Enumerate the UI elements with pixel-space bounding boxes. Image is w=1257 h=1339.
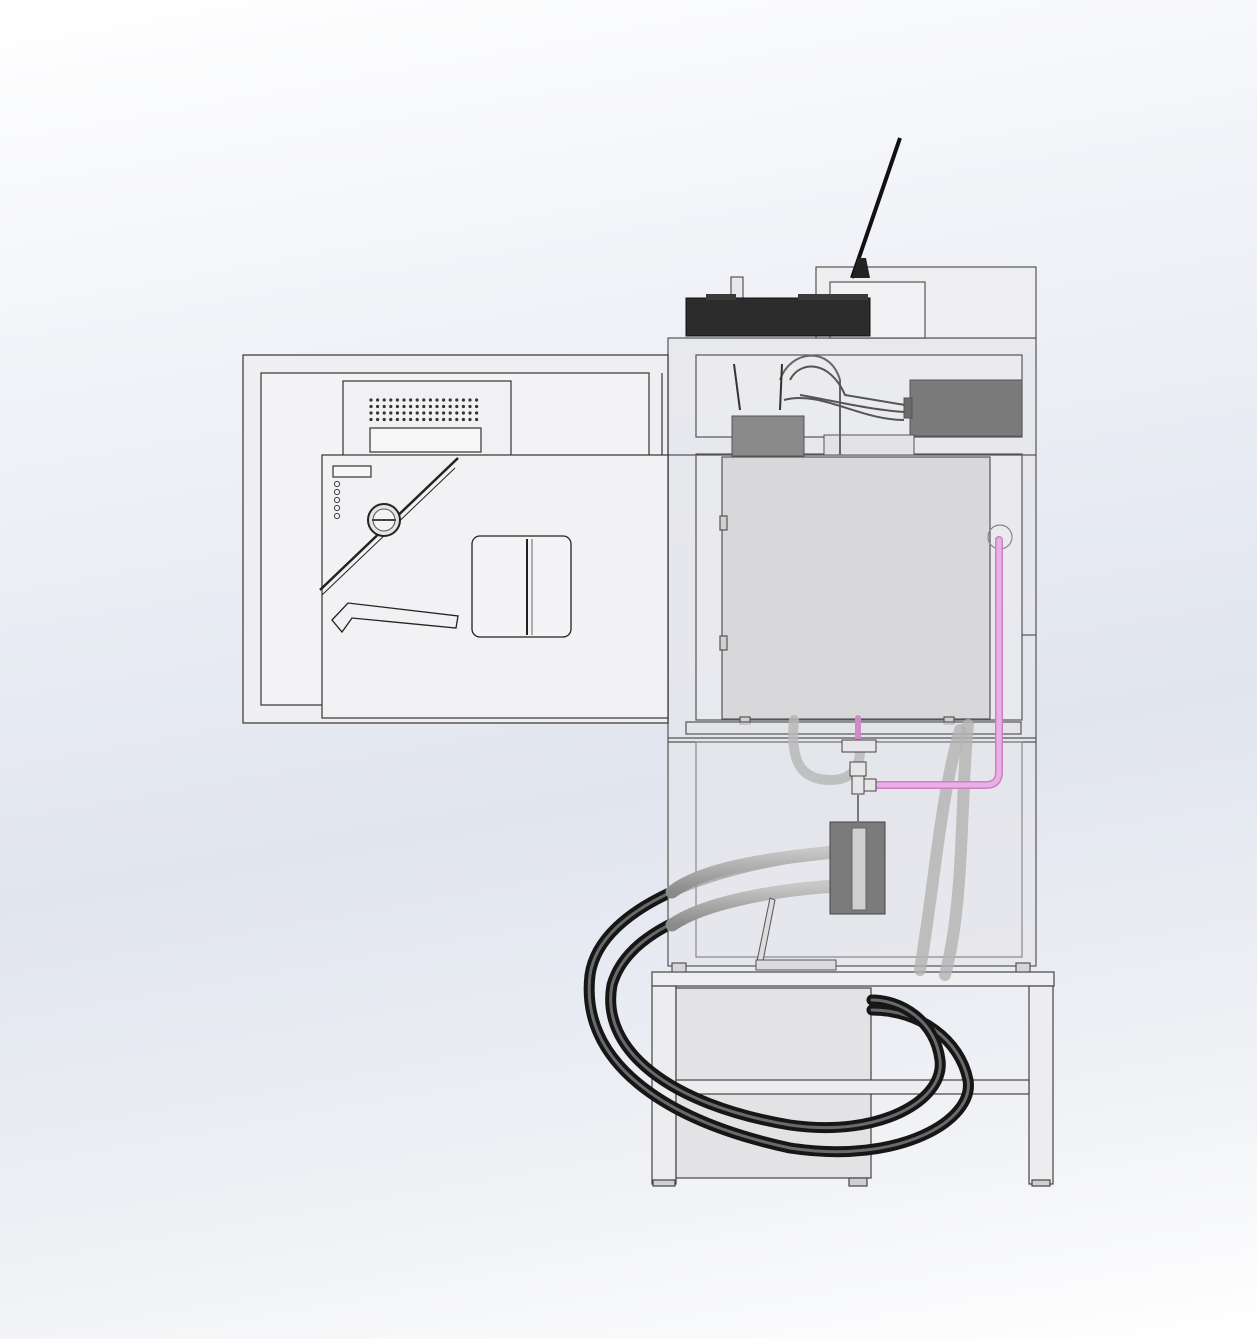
vent-hole xyxy=(435,411,439,415)
vent-hole xyxy=(422,417,426,422)
vent-hole xyxy=(382,398,386,402)
vent-hole xyxy=(376,404,380,409)
vent-hole xyxy=(369,404,373,409)
vent-hole xyxy=(395,411,399,415)
vent-hole xyxy=(422,411,426,415)
vent-hole xyxy=(428,404,432,409)
vent-hole xyxy=(409,398,413,402)
vent-hole xyxy=(382,411,386,415)
vent-hole xyxy=(468,398,472,402)
vent-hole xyxy=(422,398,426,402)
cabinet-bottom-bracket xyxy=(755,897,837,971)
vent-hole xyxy=(455,404,459,409)
vent-hole xyxy=(428,398,432,402)
vent-hole xyxy=(369,411,373,415)
vent-hole xyxy=(369,417,373,422)
vent-hole xyxy=(376,398,380,402)
vent-hole xyxy=(395,398,399,402)
vent-hole xyxy=(389,411,393,415)
vent-hole xyxy=(455,417,459,422)
upper-compartment-parts xyxy=(731,354,1023,457)
vent-hole xyxy=(415,404,419,409)
control-box-dark xyxy=(685,294,871,337)
vent-hole xyxy=(389,404,393,409)
vent-hole xyxy=(461,417,465,422)
vent-hole xyxy=(402,417,406,422)
vent-hole xyxy=(376,411,380,415)
vent-hole xyxy=(442,411,446,415)
vent-hole xyxy=(435,404,439,409)
vent-hole xyxy=(475,404,479,409)
vent-hole xyxy=(376,417,380,422)
vent-hole xyxy=(389,398,393,402)
vent-hole xyxy=(475,398,479,402)
vent-hole xyxy=(402,398,406,402)
vent-hole xyxy=(402,411,406,415)
vent-hole xyxy=(409,411,413,415)
vent-hole xyxy=(448,417,452,422)
door-hinge-plate xyxy=(471,535,572,638)
vent-hole xyxy=(428,411,432,415)
vent-hole xyxy=(422,404,426,409)
vent-hole xyxy=(409,417,413,422)
vent-hole xyxy=(382,404,386,409)
door-knob[interactable] xyxy=(367,503,401,537)
vent-hole xyxy=(395,404,399,409)
vent-hole xyxy=(455,398,459,402)
antenna xyxy=(850,137,902,279)
vent-hole xyxy=(461,398,465,402)
pump-block xyxy=(829,795,886,915)
vent-hole xyxy=(415,417,419,422)
vent-hole xyxy=(442,398,446,402)
vent-hole xyxy=(435,417,439,422)
vent-hole xyxy=(382,417,386,422)
vent-hole xyxy=(448,404,452,409)
door-handle-bar[interactable] xyxy=(331,602,459,634)
vent-hole xyxy=(468,404,472,409)
vent-hole xyxy=(428,417,432,422)
vent-hole xyxy=(468,411,472,415)
vent-hole xyxy=(442,404,446,409)
vent-hole xyxy=(389,417,393,422)
open-door[interactable] xyxy=(242,354,669,724)
vent-hole xyxy=(455,411,459,415)
vent-hole xyxy=(448,411,452,415)
vent-hole xyxy=(475,411,479,415)
vent-hole xyxy=(442,417,446,422)
vent-hole xyxy=(395,417,399,422)
vent-hole xyxy=(461,404,465,409)
vent-hole xyxy=(369,398,373,402)
vent-hole xyxy=(409,404,413,409)
vent-hole xyxy=(415,411,419,415)
vent-hole xyxy=(468,417,472,422)
door-indicator-lights xyxy=(333,480,341,520)
vent-hole xyxy=(461,411,465,415)
valve-fittings xyxy=(841,739,877,795)
vent-hole xyxy=(435,398,439,402)
pink-tube xyxy=(855,536,1003,789)
chamber xyxy=(685,456,1022,735)
vent-grille xyxy=(369,398,479,422)
vent-hole xyxy=(415,398,419,402)
vent-hole xyxy=(402,404,406,409)
vent-hole xyxy=(448,398,452,402)
vent-hole xyxy=(475,417,479,422)
